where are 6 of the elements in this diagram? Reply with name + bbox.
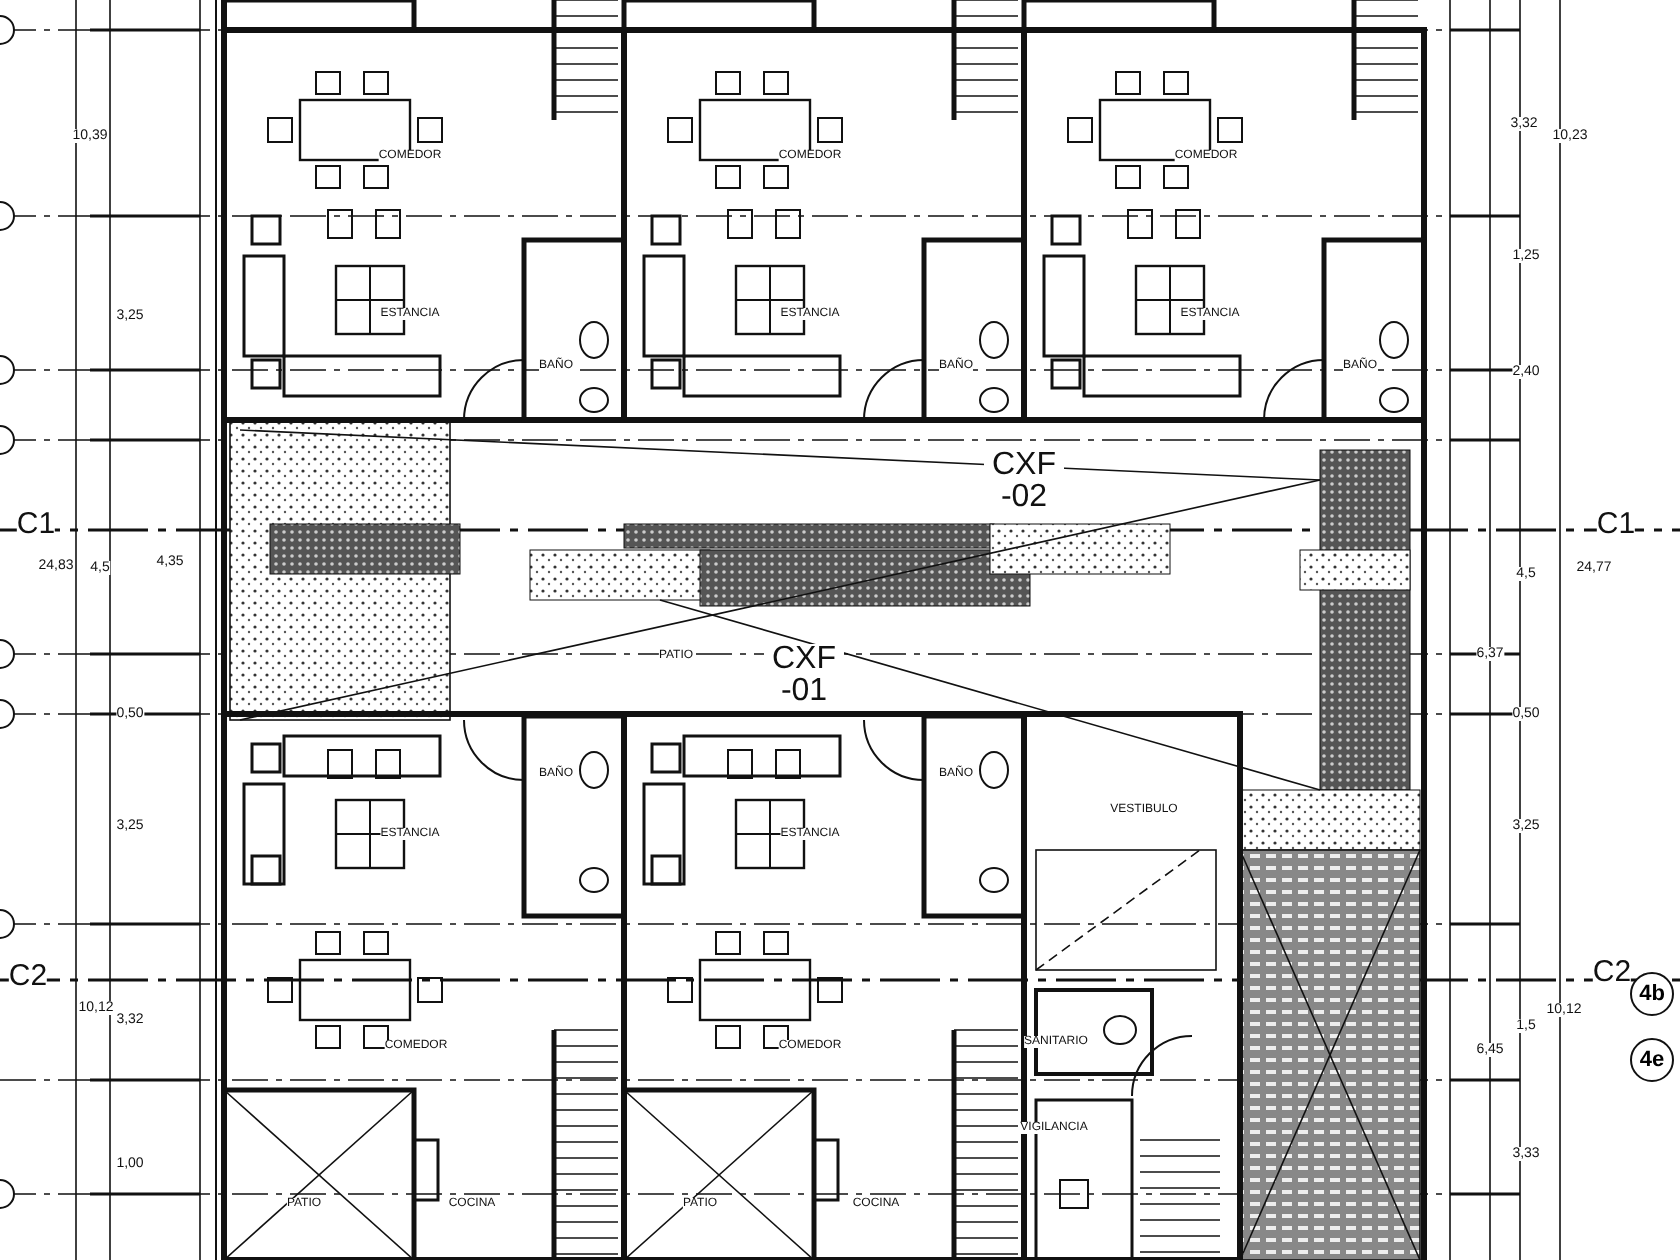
section-marker: C2	[1592, 957, 1632, 987]
section-marker: C1	[1596, 509, 1636, 539]
grid-bubble: 4b	[1630, 972, 1674, 1016]
section-marker: C2	[8, 961, 48, 991]
grid-bubble: 4e	[1630, 1038, 1674, 1082]
section-marker: C1	[16, 509, 56, 539]
